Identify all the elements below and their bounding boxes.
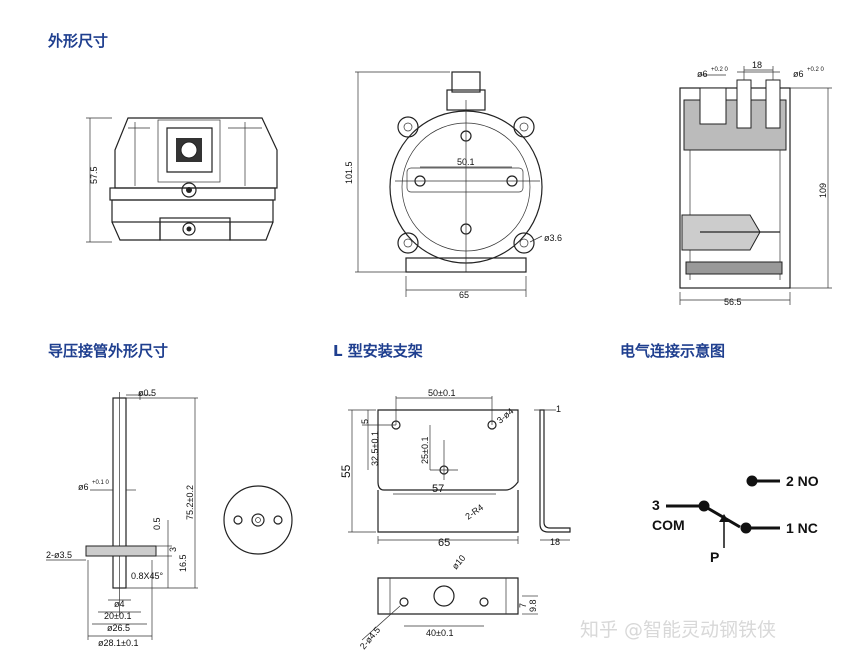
- tube-outer-dia-tol: +0.1 0: [92, 480, 110, 486]
- bracket-bottom-spacing-label: 40±0.1: [426, 628, 453, 638]
- tube-top-label: ø0.5: [138, 388, 156, 398]
- bracket-radius-label: 2-R4: [463, 502, 485, 521]
- tube-d3-label: 3: [168, 547, 178, 552]
- section-port-spacing-label: 18: [752, 60, 762, 70]
- section-width-label: 56.5: [724, 297, 742, 307]
- tube-inner-label: ø4: [114, 599, 125, 609]
- wiring-pressure-label: P: [710, 549, 719, 565]
- bracket-bottom-holes-label: 2-ø4.5: [358, 625, 382, 651]
- bracket-width-label: 65: [438, 537, 450, 549]
- heading-pressure-tube-dimensions: 导压接管外形尺寸: [48, 342, 169, 360]
- section-port-right-label: ø6: [793, 69, 804, 79]
- section-port-left-tol: +0.2 0: [711, 67, 729, 73]
- wiring-nc-label: 1 NC: [786, 520, 818, 536]
- wiring-no-label: 2 NO: [786, 473, 819, 489]
- section-view-drawing: [679, 66, 832, 305]
- bracket-d325-label: 32.5±0.1: [370, 431, 380, 466]
- wiring-diagram: [666, 475, 780, 548]
- tube-holes-label: 2-ø3.5: [46, 550, 72, 560]
- plan-width-label: 65: [459, 290, 469, 300]
- tube-total-height-label: 75.2±0.2: [185, 485, 195, 520]
- bracket-depth-label: 18: [550, 537, 560, 547]
- bracket-bottom-hole-label: ø10: [450, 553, 468, 571]
- tube-d165-label: 16.5: [178, 554, 188, 572]
- tube-hole-spacing-label: 20±0.1: [104, 611, 131, 621]
- plan-height-label: 101.5: [344, 161, 354, 184]
- wiring-common-label: COM: [652, 517, 685, 533]
- watermark: 知乎 @智能灵动钢铁侠: [580, 619, 776, 641]
- plan-hole-spacing-label: 50.1: [457, 157, 475, 167]
- bracket-drawing: [348, 396, 571, 641]
- bracket-d5-label: 5: [360, 419, 370, 424]
- tube-drawing: [46, 392, 293, 640]
- tube-d265-label: ø26.5: [107, 623, 130, 633]
- heading-outline-dimensions: 外形尺寸: [48, 32, 109, 50]
- heading-wiring-diagram: 电气连接示意图: [620, 342, 726, 360]
- tube-d281-label: ø28.1±0.1: [98, 638, 138, 648]
- bracket-d25-label: 25±0.1: [420, 437, 430, 464]
- plan-view-drawing: [355, 71, 543, 297]
- tube-chamfer-label: 0.8X45°: [131, 571, 164, 581]
- front-height-label: 57.5: [89, 166, 99, 184]
- tube-outer-dia-label: ø6: [78, 482, 89, 492]
- heading-l-bracket: L 型安装支架: [333, 342, 423, 360]
- bracket-thickness-label: 1: [556, 404, 561, 414]
- section-height-label: 109: [818, 183, 828, 198]
- tube-d05-label: 0.5: [152, 517, 162, 530]
- front-view-drawing: [86, 117, 278, 243]
- section-port-left-label: ø6: [697, 69, 708, 79]
- bracket-d55-label: 55: [339, 464, 353, 478]
- section-port-right-tol: +0.2 0: [807, 67, 825, 73]
- wiring-common-number: 3: [652, 497, 660, 513]
- bracket-holes-top-label: 3-ø4: [495, 406, 516, 426]
- bracket-d57-label: 57: [432, 483, 444, 495]
- bracket-top-spacing-label: 50±0.1: [428, 388, 455, 398]
- plan-hole-dia-label: ø3.6: [544, 233, 562, 243]
- bracket-d98-label: 9.8: [528, 599, 538, 612]
- bracket-d7-label: 7: [518, 603, 528, 608]
